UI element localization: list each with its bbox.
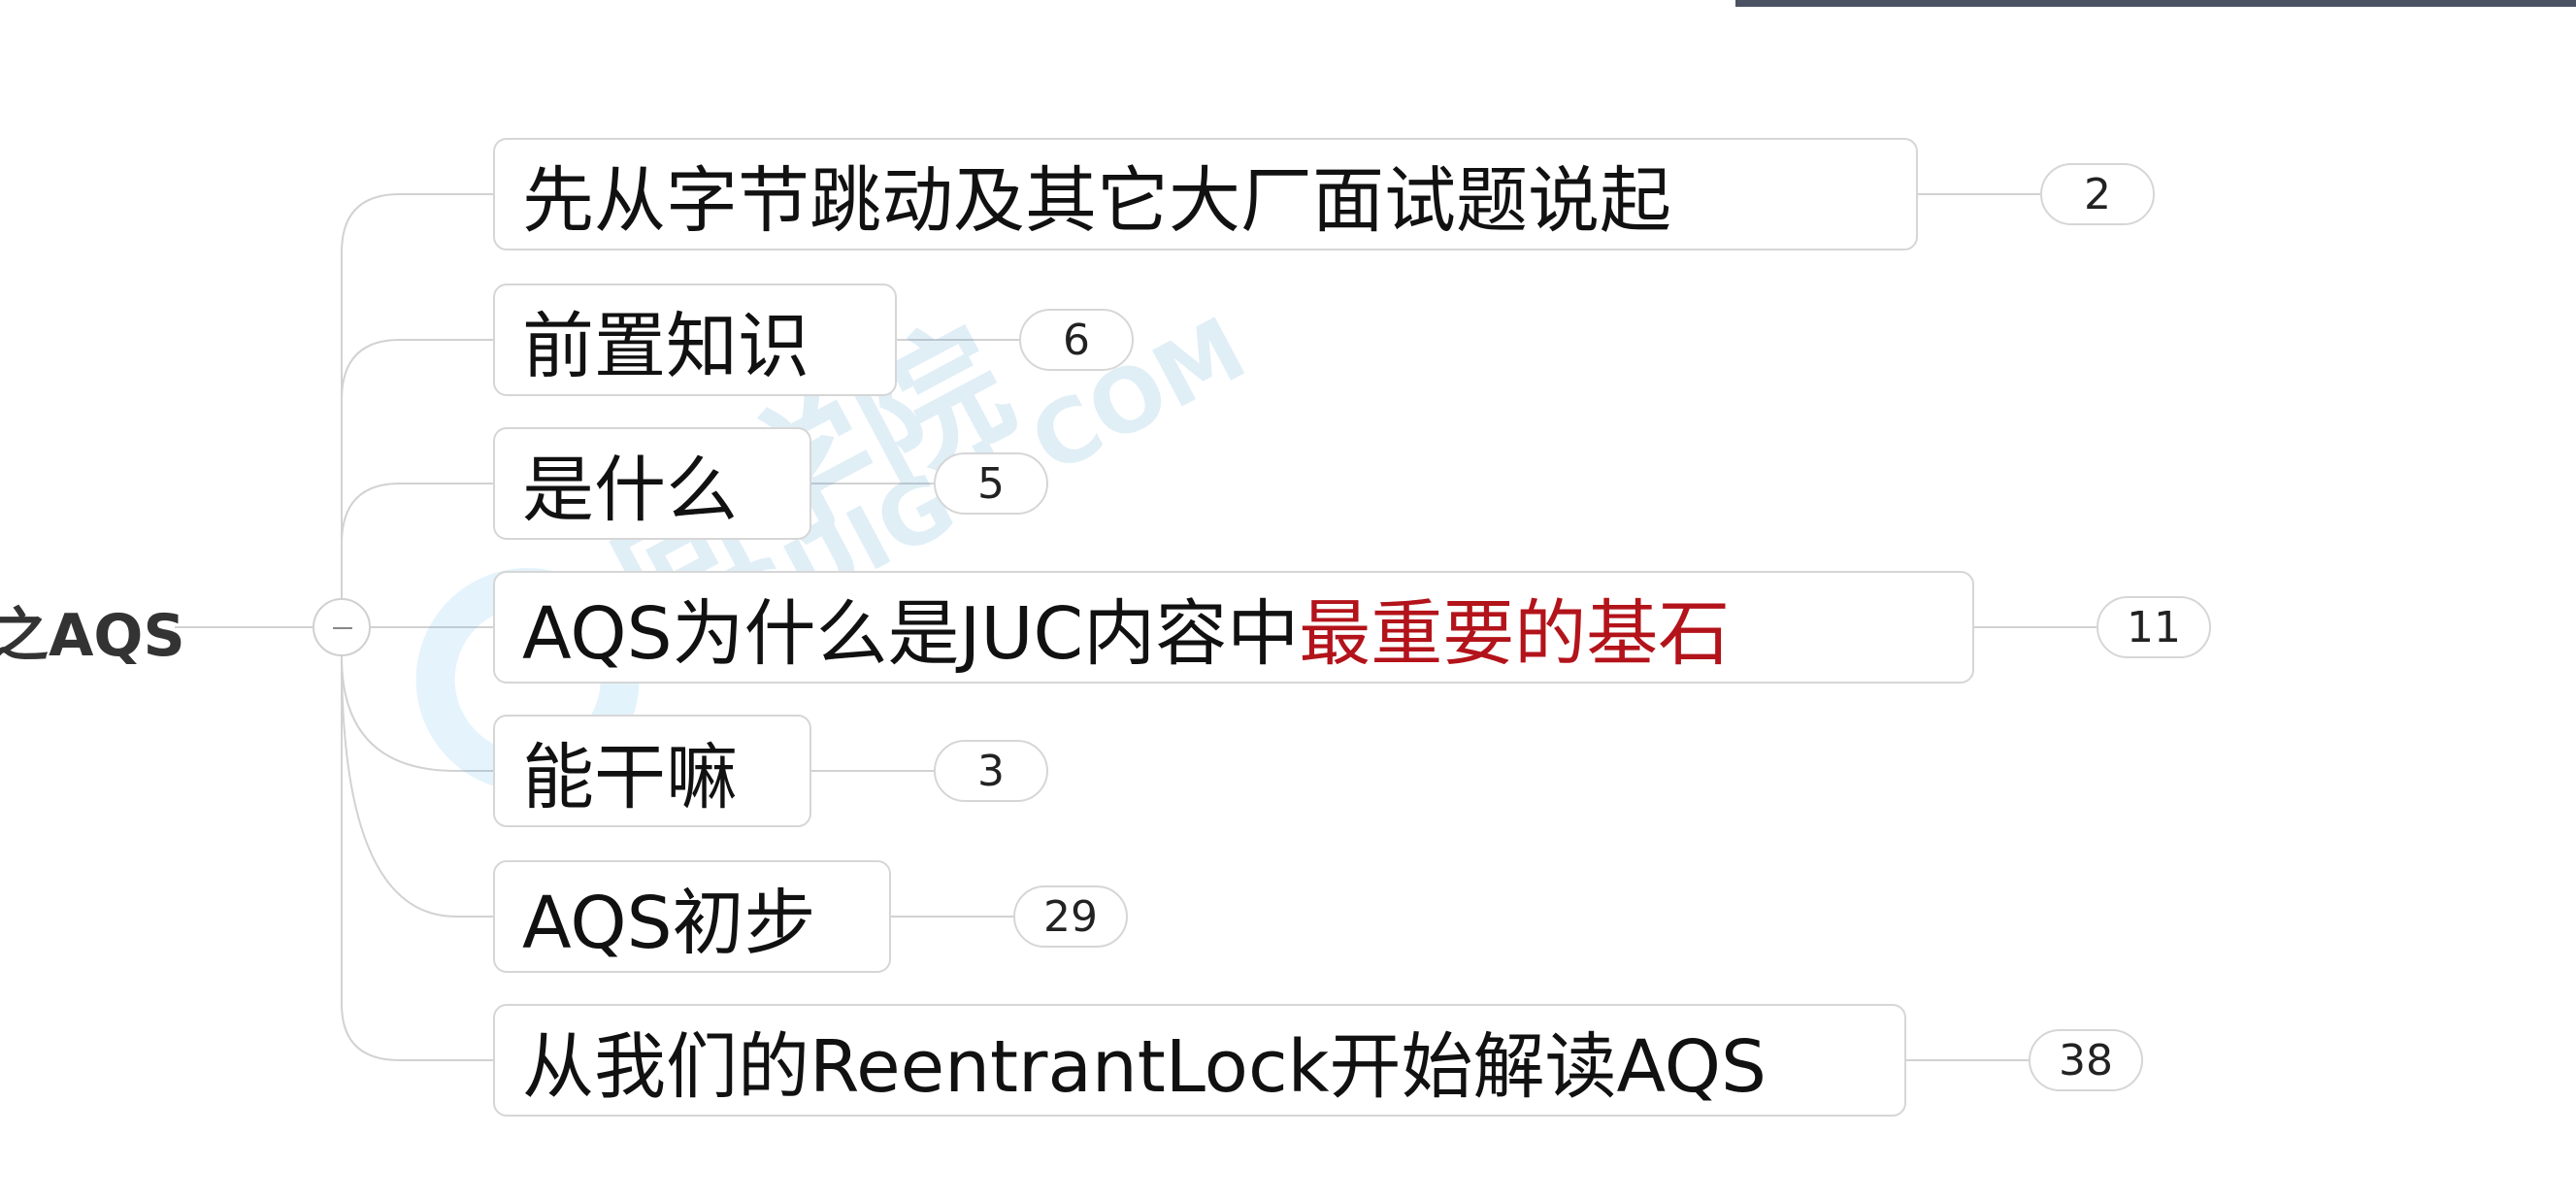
- topic-label: 能干嘛: [522, 735, 738, 819]
- root-topic[interactable]: 之AQS: [0, 602, 185, 670]
- connector-7: [341, 656, 493, 1061]
- connector-3: [341, 483, 493, 545]
- topic-count-badge-3[interactable]: 5: [934, 452, 1048, 515]
- connector-6: [341, 655, 493, 918]
- topic-count-badge-5[interactable]: 3: [934, 740, 1048, 802]
- topic-label: AQS初步: [522, 881, 816, 965]
- topic-node-7[interactable]: 从我们的ReentrantLock开始解读AQS: [493, 1004, 1906, 1117]
- connector-2: [341, 339, 493, 401]
- connector-5: [341, 655, 493, 772]
- topic-count-badge-6[interactable]: 29: [1013, 885, 1128, 948]
- topic-node-5[interactable]: 能干嘛: [493, 715, 811, 827]
- topic-node-3[interactable]: 是什么: [493, 427, 811, 540]
- topic-node-2[interactable]: 前置知识: [493, 284, 897, 396]
- collapse-toggle-button[interactable]: [313, 598, 371, 656]
- topic-label: 从我们的ReentrantLock开始解读AQS: [522, 1024, 1767, 1109]
- topic-count-badge-1[interactable]: 2: [2040, 163, 2155, 225]
- topic-label: 前置知识: [522, 304, 809, 388]
- topic-node-4[interactable]: AQS为什么是JUC内容中最重要的基石: [493, 571, 1974, 684]
- topic-label: 先从字节跳动及其它大厂面试题说起: [522, 158, 1671, 243]
- topic-label-plain: AQS为什么是JUC内容中: [522, 591, 1300, 676]
- topic-count-badge-2[interactable]: 6: [1019, 309, 1134, 371]
- topic-count-badge-7[interactable]: 38: [2029, 1029, 2143, 1091]
- topic-node-1[interactable]: 先从字节跳动及其它大厂面试题说起: [493, 138, 1918, 250]
- connector-1: [341, 193, 493, 598]
- window-top-bar: [1735, 0, 2576, 7]
- topic-count-badge-4[interactable]: 11: [2097, 596, 2211, 658]
- topic-node-6[interactable]: AQS初步: [493, 860, 891, 973]
- topic-label: 是什么: [522, 448, 738, 532]
- topic-label-highlight: 最重要的基石: [1299, 591, 1731, 676]
